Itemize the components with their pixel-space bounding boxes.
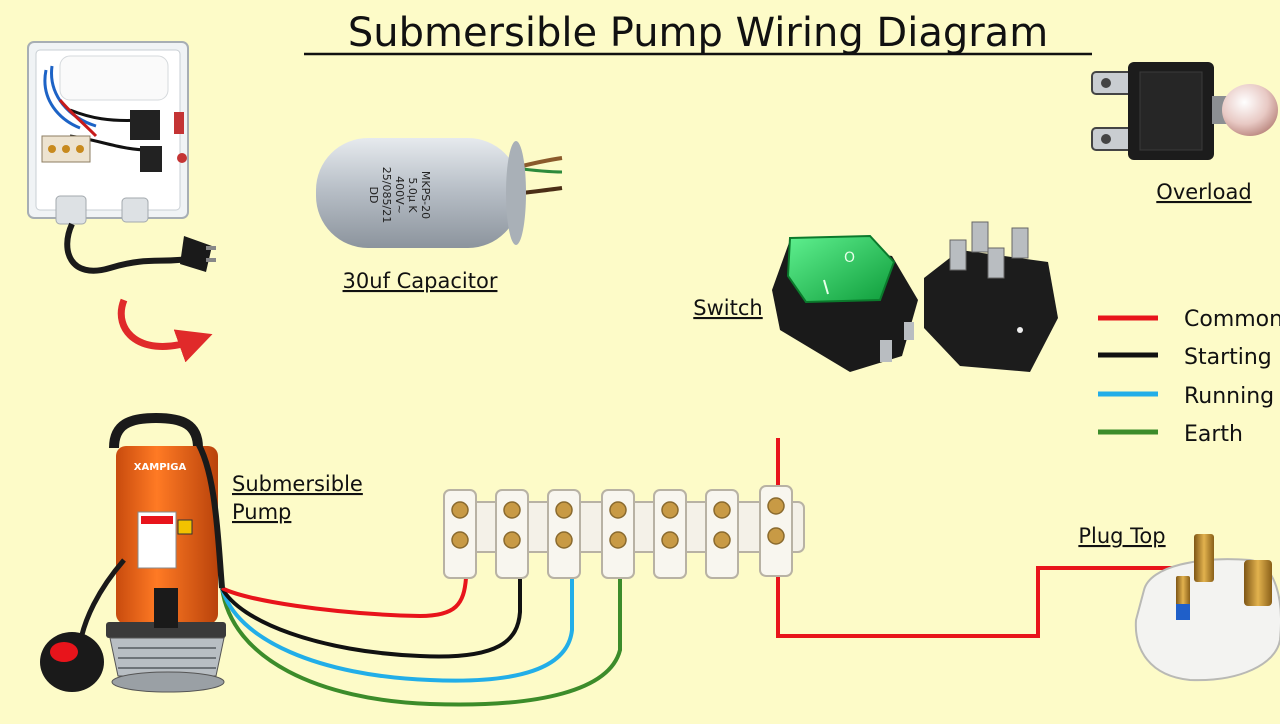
legend-label-running: Running	[1184, 384, 1274, 409]
wire-running	[220, 572, 574, 683]
svg-text:400V~: 400V~	[393, 176, 406, 214]
wire-earth	[220, 572, 622, 707]
plug-label: Plug Top	[1078, 524, 1165, 548]
svg-text:MKPS-20: MKPS-20	[419, 171, 432, 219]
pump-label-line1: Submersible	[232, 472, 363, 496]
rocker-switch-icon: O	[772, 234, 918, 372]
rocker-switch-back-icon	[924, 221, 1058, 372]
wire-starting	[220, 572, 522, 659]
legend-label-earth: Earth	[1184, 422, 1243, 447]
wire-common-plug	[776, 566, 1172, 638]
submersible-pump-icon: XAMPIGA	[40, 412, 226, 693]
curved-arrow-icon	[117, 298, 213, 363]
plug-top-icon	[1134, 534, 1280, 682]
wire-common-pump	[221, 577, 468, 619]
terminal-block-icon	[443, 485, 805, 579]
diagram-title: Submersible Pump Wiring Diagram	[348, 10, 1048, 56]
legend: Common Starting Running Earth	[1098, 307, 1280, 447]
control-box-icon	[27, 41, 216, 274]
svg-text:O: O	[844, 250, 855, 266]
capacitor-printing: MKPS-20 5.0µ K 400V~ 25/085/21 DD	[367, 167, 432, 223]
legend-label-common: Common	[1184, 307, 1280, 332]
pump-label-line2: Pump	[232, 500, 291, 524]
svg-text:5.0µ K: 5.0µ K	[406, 177, 419, 213]
overload-breaker-icon	[1091, 62, 1278, 160]
capacitor-label: 30uf Capacitor	[343, 269, 498, 293]
pump-brand: XAMPIGA	[134, 462, 187, 473]
svg-text:25/085/21: 25/085/21	[380, 167, 393, 223]
switch-label: Switch	[693, 296, 762, 320]
wires	[220, 438, 1172, 707]
legend-label-starting: Starting	[1184, 345, 1272, 370]
overload-label: Overload	[1156, 180, 1251, 204]
capacitor-icon	[316, 138, 563, 248]
svg-text:DD: DD	[367, 187, 380, 204]
